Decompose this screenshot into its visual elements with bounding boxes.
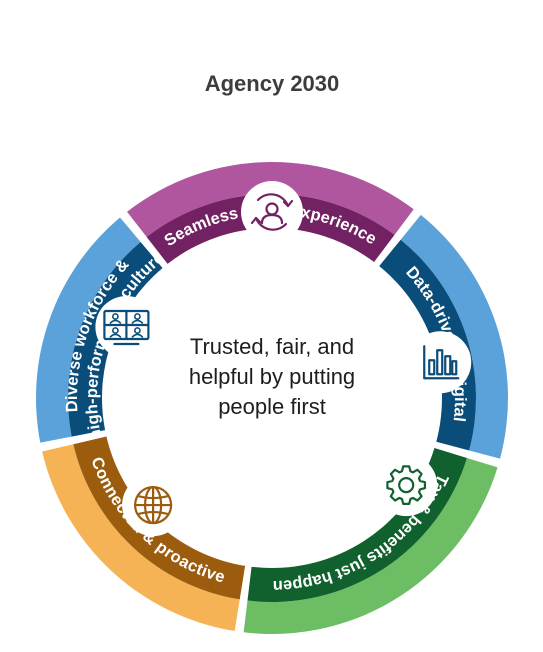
segment-icons bbox=[95, 181, 472, 537]
segment-tax-inner-band bbox=[247, 447, 467, 602]
globe-icon bbox=[122, 474, 185, 537]
segment-seamless-inner-band bbox=[146, 193, 395, 264]
center-line-1: Trusted, fair, and bbox=[190, 334, 354, 359]
center-statement: Trusted, fair, and helpful by putting pe… bbox=[189, 334, 355, 419]
ring-segments bbox=[36, 161, 508, 634]
segment-tax-outer-band bbox=[243, 457, 498, 634]
segment-connected-inner-band bbox=[73, 436, 246, 600]
segment-diverse-inner-band bbox=[67, 241, 163, 437]
segment-seamless-outer-band bbox=[127, 161, 414, 238]
center-line-2: helpful by putting bbox=[189, 364, 355, 389]
video-team-icon bbox=[95, 295, 158, 358]
segment-connected-outer-band bbox=[42, 444, 240, 632]
segment-data-inner-band bbox=[379, 239, 477, 451]
diagram-title: Agency 2030 bbox=[205, 71, 340, 96]
segment-data-outer-band bbox=[400, 214, 508, 459]
gear-icon bbox=[375, 454, 438, 517]
segment-diverse-outer-band bbox=[36, 217, 141, 443]
client-refresh-icon bbox=[241, 181, 303, 243]
center-line-3: people first bbox=[218, 394, 326, 419]
center-disc bbox=[120, 246, 424, 550]
bar-chart-icon bbox=[409, 331, 472, 394]
